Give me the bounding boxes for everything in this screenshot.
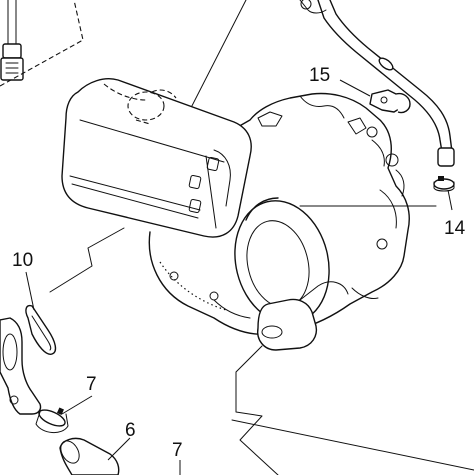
coolant-pipe bbox=[299, 0, 455, 167]
part-15-clip bbox=[369, 89, 411, 114]
wire-connector bbox=[0, 0, 24, 81]
callout-10: 10 bbox=[12, 250, 34, 271]
round-cover bbox=[234, 197, 330, 324]
callout-14: 14 bbox=[444, 218, 466, 239]
cylinder-block bbox=[61, 78, 252, 238]
group-boundary-top-left bbox=[0, 0, 84, 87]
callout-7-upper: 7 bbox=[86, 374, 97, 395]
outlet-fitting bbox=[0, 317, 42, 415]
callout-7-lower: 7 bbox=[172, 440, 183, 461]
reference-line-bottom bbox=[231, 419, 474, 471]
callout-6: 6 bbox=[125, 420, 136, 441]
leader-lines bbox=[25, 79, 453, 475]
callout-15: 15 bbox=[309, 65, 331, 86]
part-7-hose-clamp-upper bbox=[35, 407, 69, 433]
part-10-o-ring bbox=[25, 304, 57, 355]
lower-outlet bbox=[257, 281, 349, 351]
reference-line-left bbox=[49, 227, 125, 293]
part-6-hose bbox=[59, 437, 120, 475]
group-boundary-bottom bbox=[235, 345, 279, 475]
part-14-hose-clamp bbox=[433, 176, 455, 192]
engine-crankcase bbox=[148, 92, 410, 336]
